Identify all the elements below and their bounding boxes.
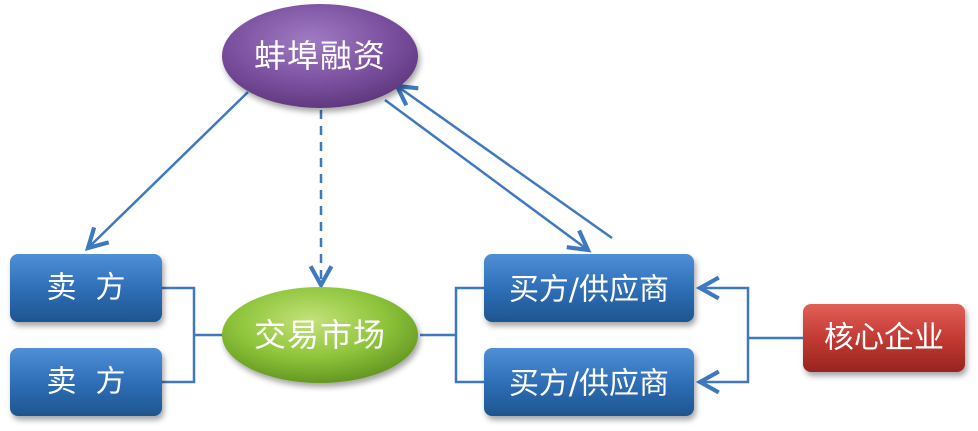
edge-core-to-buyer2 (700, 338, 750, 382)
edge-sellers-bracket (162, 286, 196, 384)
node-core-enterprise-label: 核心企业 (824, 321, 944, 356)
edge-finance-to-seller (88, 91, 249, 248)
edge-core-to-buyer1 (700, 288, 750, 338)
node-seller-2 (10, 348, 162, 416)
edge-buyer-to-finance (397, 86, 613, 240)
node-buyer-1 (484, 254, 694, 322)
node-market-label: 交易市场 (254, 316, 386, 354)
edge-finance-to-buyer (384, 98, 588, 250)
node-core-enterprise (803, 304, 965, 372)
node-seller-1-label: 卖 方 (46, 271, 125, 306)
node-bengbu-finance (222, 4, 418, 108)
edge-buyers-bracket (454, 286, 484, 384)
node-buyer-2-label: 买方/供应商 (509, 367, 669, 402)
node-buyer-2 (484, 348, 694, 416)
node-buyer-1-label: 买方/供应商 (509, 273, 669, 308)
node-bengbu-finance-label: 蚌埠融资 (254, 37, 386, 75)
node-seller-2-label: 卖 方 (46, 365, 125, 400)
node-market (222, 287, 418, 383)
node-seller-1 (10, 254, 162, 322)
